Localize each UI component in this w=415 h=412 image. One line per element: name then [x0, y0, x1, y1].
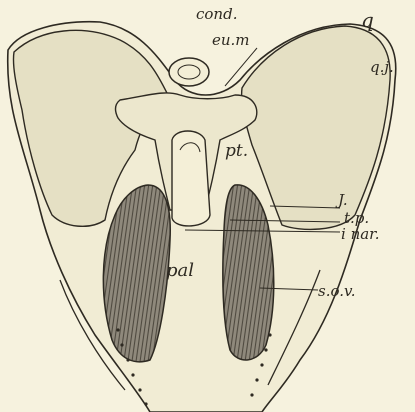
label-sov: s.o.v. [318, 284, 355, 299]
label-pt: pt. [225, 143, 248, 160]
label-qj: q.j. [370, 60, 394, 75]
condyle [169, 58, 209, 86]
label-tp: t.p. [344, 211, 369, 226]
vomer-column [172, 131, 210, 226]
label-q: q [361, 10, 374, 30]
label-cond: cond. [196, 7, 237, 22]
label-j: J. [338, 193, 348, 208]
label-inar: i nar. [341, 227, 379, 242]
label-pal: pal [166, 262, 194, 280]
label-eum: eu.m [212, 33, 250, 48]
